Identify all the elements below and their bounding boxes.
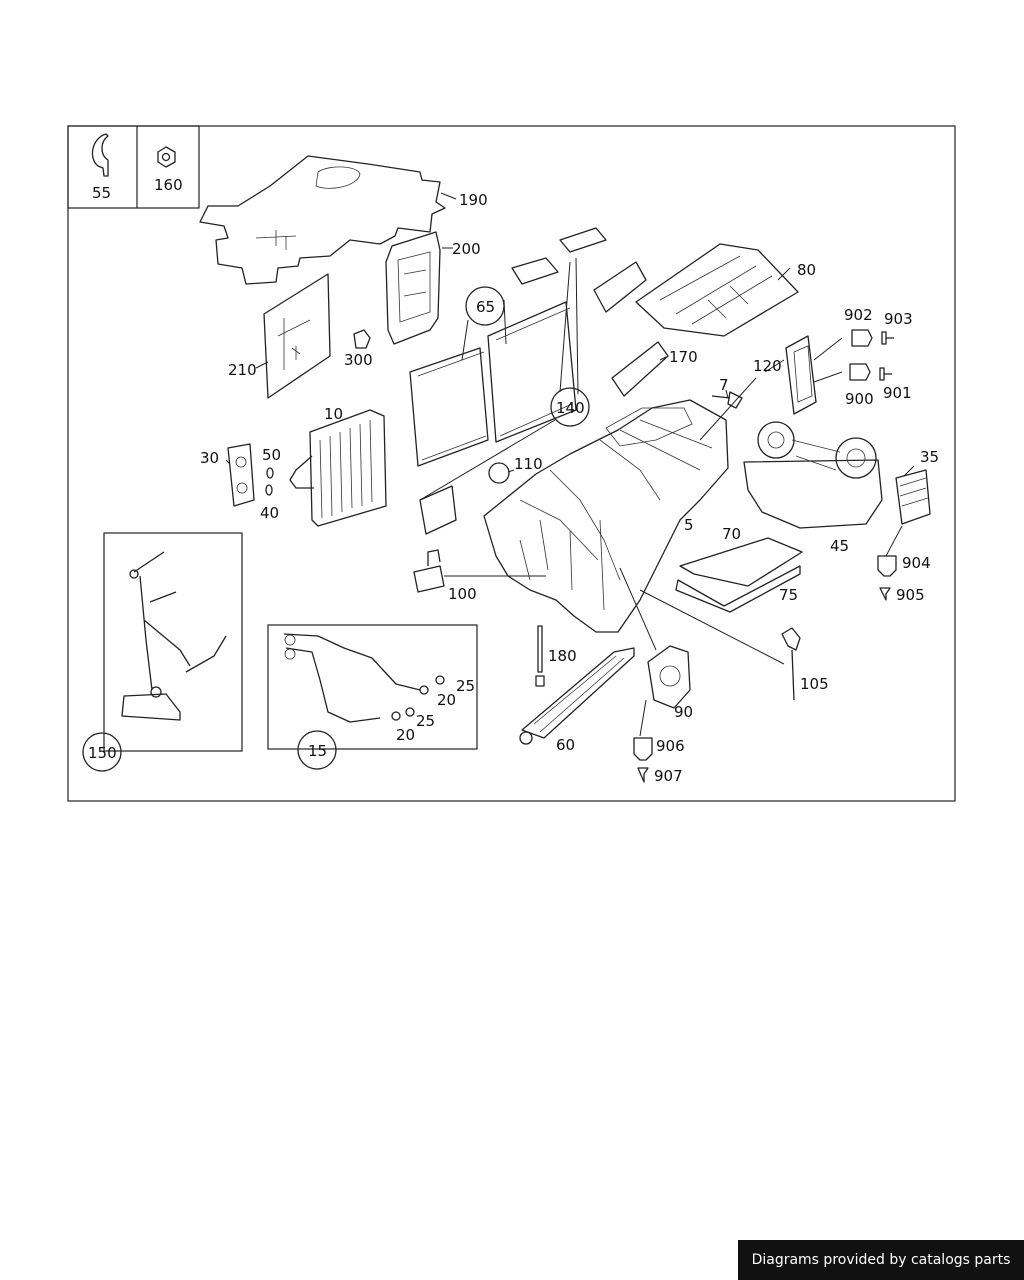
callout-circle <box>297 730 337 770</box>
bracket-panel <box>385 231 441 345</box>
plate-70 <box>679 537 803 587</box>
connector-906 <box>633 737 653 761</box>
screw <box>711 391 743 409</box>
callout-circle <box>82 732 122 772</box>
blower-housing <box>743 459 883 529</box>
label-35: 35 <box>920 448 939 466</box>
sensor-180 <box>535 625 545 687</box>
label-55: 55 <box>92 184 111 202</box>
label-901: 901 <box>883 384 912 402</box>
part-labels: 55 160 190 200 210 300 65 140 170 80 120… <box>88 176 939 785</box>
label-50: 50 <box>262 446 281 464</box>
filter-gasket <box>511 257 559 285</box>
label-907: 907 <box>654 767 683 785</box>
label-906: 906 <box>656 737 685 755</box>
label-25: 25 <box>456 677 475 695</box>
cabin-filter-right <box>487 301 577 443</box>
cap <box>488 462 510 484</box>
connector-902 <box>851 329 873 347</box>
label-905: 905 <box>896 586 925 604</box>
pin-907 <box>637 767 649 783</box>
pin-905 <box>879 587 891 601</box>
connector-900 <box>849 363 871 381</box>
label-160: 160 <box>154 176 183 194</box>
resistor-pack <box>895 469 931 525</box>
diagram-frame <box>67 125 956 802</box>
label-80: 80 <box>797 261 816 279</box>
plate-75 <box>675 565 801 613</box>
label-25: 25 <box>416 712 435 730</box>
sensor-105 <box>781 627 801 701</box>
label-200: 200 <box>452 240 481 258</box>
footer-text: Diagrams provided by catalogs parts <box>751 1252 1011 1268</box>
label-15: 15 <box>308 742 327 760</box>
leader-lines <box>225 192 915 737</box>
label-210: 210 <box>228 361 257 379</box>
label-170: 170 <box>669 348 698 366</box>
label-100: 100 <box>448 585 477 603</box>
heater-hoses <box>283 633 421 723</box>
label-70: 70 <box>722 525 741 543</box>
seal-frame <box>611 341 669 397</box>
hose-inset <box>267 624 478 750</box>
o-ring <box>266 467 274 479</box>
label-190: 190 <box>459 191 488 209</box>
label-904: 904 <box>902 554 931 572</box>
label-90: 90 <box>674 703 693 721</box>
label-120: 120 <box>753 357 782 375</box>
label-110: 110 <box>514 455 543 473</box>
label-30: 30 <box>200 449 219 467</box>
clip-icon <box>91 133 109 177</box>
label-5: 5 <box>684 516 694 534</box>
connector-904 <box>877 555 897 577</box>
heater-core <box>521 647 635 739</box>
evaporator <box>309 409 387 527</box>
retainer-clip <box>353 329 371 349</box>
upper-housing <box>635 243 799 337</box>
insulation-mat <box>199 155 446 285</box>
side-panel <box>263 273 331 399</box>
label-60: 60 <box>556 736 575 754</box>
o-ring <box>265 484 273 496</box>
label-20: 20 <box>437 691 456 709</box>
label-900: 900 <box>845 390 874 408</box>
label-180: 180 <box>548 647 577 665</box>
label-20: 20 <box>396 726 415 744</box>
label-65: 65 <box>476 298 495 316</box>
label-300: 300 <box>344 351 373 369</box>
expansion-valve <box>227 443 255 507</box>
label-10: 10 <box>324 405 343 423</box>
label-40: 40 <box>260 504 279 522</box>
cabin-filter-left <box>409 347 489 467</box>
hvac-housing <box>483 399 729 633</box>
pin-901 <box>879 367 892 381</box>
filter-gasket <box>559 227 607 253</box>
footer-badge: Diagrams provided by catalogs parts <box>738 1240 1024 1280</box>
linkage-inset <box>103 532 243 752</box>
label-7: 7 <box>719 376 729 394</box>
label-45: 45 <box>830 537 849 555</box>
label-105: 105 <box>800 675 829 693</box>
linkage-rods <box>121 551 227 721</box>
label-140: 140 <box>556 399 585 417</box>
label-75: 75 <box>779 586 798 604</box>
sensor-100 <box>413 565 445 593</box>
label-150: 150 <box>88 744 117 762</box>
nut-icon <box>157 146 176 168</box>
callout-circle <box>550 387 590 427</box>
control-unit <box>785 335 817 415</box>
label-902: 902 <box>844 306 873 324</box>
actuator <box>647 645 691 709</box>
pin-903 <box>881 331 894 345</box>
seal-frame <box>593 261 647 313</box>
key-box <box>67 125 200 209</box>
label-903: 903 <box>884 310 913 328</box>
foam-seal <box>419 485 457 535</box>
